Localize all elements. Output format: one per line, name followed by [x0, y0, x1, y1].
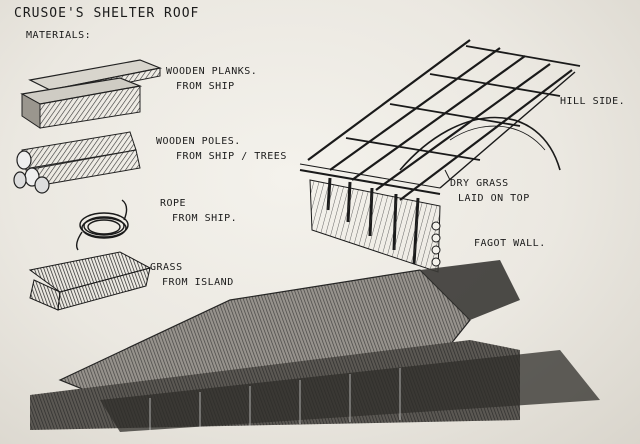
poles-label-line1: WOODEN POLES. — [156, 134, 287, 149]
planks-label: WOODEN PLANKS. FROM SHIP — [166, 64, 257, 94]
fagot-wall-label: FAGOT WALL. — [474, 236, 546, 251]
planks-label-line1: WOODEN PLANKS. — [166, 64, 257, 79]
rope-sketch — [77, 200, 128, 250]
materials-heading: MATERIALS: — [26, 30, 91, 41]
page-title: CRUSOE'S SHELTER ROOF — [14, 6, 199, 21]
grass-label: GRASS FROM ISLAND — [150, 260, 234, 290]
grass-sketch — [30, 252, 150, 310]
poles-sketch — [14, 132, 140, 193]
rope-label: ROPE FROM SHIP. — [160, 196, 237, 226]
grass-label-line1: GRASS — [150, 260, 234, 275]
dry-grass-label: DRY GRASS LAID ON TOP — [450, 176, 530, 206]
dry-grass-line1: DRY GRASS — [450, 176, 530, 191]
dry-grass-line2: LAID ON TOP — [450, 191, 530, 206]
grass-label-line2: FROM ISLAND — [150, 275, 234, 290]
hill-side-label: HILL SIDE. — [560, 94, 625, 109]
planks-label-line2: FROM SHIP — [166, 79, 257, 94]
poles-label-line2: FROM SHIP / TREES — [156, 149, 287, 164]
poles-label: WOODEN POLES. FROM SHIP / TREES — [156, 134, 287, 164]
planks-sketch — [22, 60, 160, 128]
rope-label-line1: ROPE — [160, 196, 237, 211]
rope-label-line2: FROM SHIP. — [160, 211, 237, 226]
